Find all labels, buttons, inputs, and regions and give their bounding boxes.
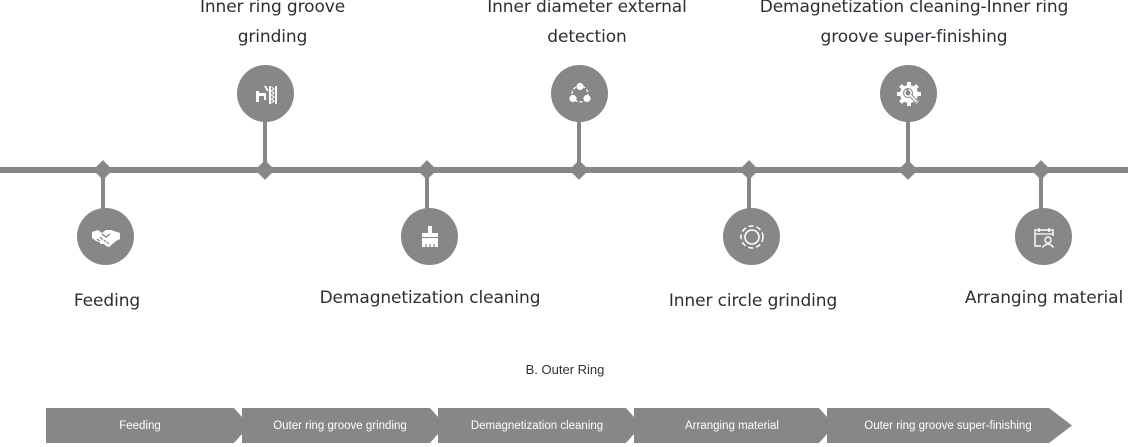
step-label-inner-diameter-detection-line2: detection	[547, 27, 627, 47]
timeline-stem	[577, 120, 581, 165]
step-icon-feeding	[77, 208, 134, 265]
step-label-super-finishing-line2: groove super-finishing	[820, 27, 1008, 47]
timeline-node-inner-ring-groove-grinding	[255, 160, 275, 180]
timeline-node-super-finishing	[898, 160, 918, 180]
step-label-feeding: Feeding	[73, 291, 141, 311]
outer-step-label: Feeding	[119, 419, 161, 432]
step-label-inner-ring-groove-grinding-line1: Inner ring groove	[199, 0, 346, 17]
step-icon-arranging-material	[1015, 208, 1072, 265]
brush-icon	[421, 225, 438, 247]
outer-step-feeding: Feeding	[46, 408, 251, 443]
step-label-demagnetization-cleaning: Demagnetization cleaning	[319, 288, 541, 308]
chevron-joint	[430, 408, 438, 443]
timeline-stem	[747, 176, 751, 210]
step-label-inner-ring-groove-grinding-line2: grinding	[237, 27, 308, 47]
groove-grinding-icon	[255, 85, 277, 104]
timeline-stem	[263, 120, 267, 165]
ring-circle-icon	[739, 224, 764, 249]
step-icon-super-finishing	[880, 65, 937, 122]
outer-step-demagnetization-cleaning: Demagnetization cleaning	[438, 408, 643, 443]
outer-step-label: Demagnetization cleaning	[470, 419, 604, 432]
step-icon-inner-circle-grinding	[723, 208, 780, 265]
handshake-icon	[91, 229, 120, 247]
outer-step-label: Arranging material	[685, 419, 779, 432]
gear-wrench-icon	[896, 81, 921, 106]
outer-step-label: Outer ring groove grinding	[273, 419, 407, 432]
outer-step-arranging-material: Arranging material	[634, 408, 836, 443]
timeline-stem	[906, 120, 910, 165]
outer-step-groove-grinding: Outer ring groove grinding	[242, 408, 447, 443]
timeline-stem	[101, 176, 105, 210]
outer-step-super-finishing: Outer ring groove super-finishing	[827, 408, 1072, 443]
step-label-arranging-material: Arranging material	[964, 288, 1124, 308]
calendar-person-icon	[1033, 227, 1054, 248]
step-label-super-finishing-line1: Demagnetization cleaning-Inner ring	[759, 0, 1069, 17]
chevron-joint	[626, 408, 634, 443]
outer-step-label: Outer ring groove super-finishing	[864, 419, 1032, 432]
chevron-joint	[819, 408, 827, 443]
step-icon-demagnetization-cleaning	[401, 208, 458, 265]
step-icon-inner-ring-groove-grinding	[237, 65, 294, 122]
timeline-axis	[0, 167, 1128, 173]
step-label-inner-circle-grinding: Inner circle grinding	[668, 291, 838, 311]
outer-ring-title: B. Outer Ring	[525, 362, 605, 377]
timeline-stem	[425, 176, 429, 210]
timeline-stem	[1039, 176, 1043, 210]
step-icon-inner-diameter-detection	[551, 65, 608, 122]
detection-nodes-icon	[568, 82, 591, 103]
chevron-joint	[234, 408, 242, 443]
step-label-inner-diameter-detection-line1: Inner diameter external	[487, 0, 687, 17]
timeline-node-inner-diameter-detection	[569, 160, 589, 180]
